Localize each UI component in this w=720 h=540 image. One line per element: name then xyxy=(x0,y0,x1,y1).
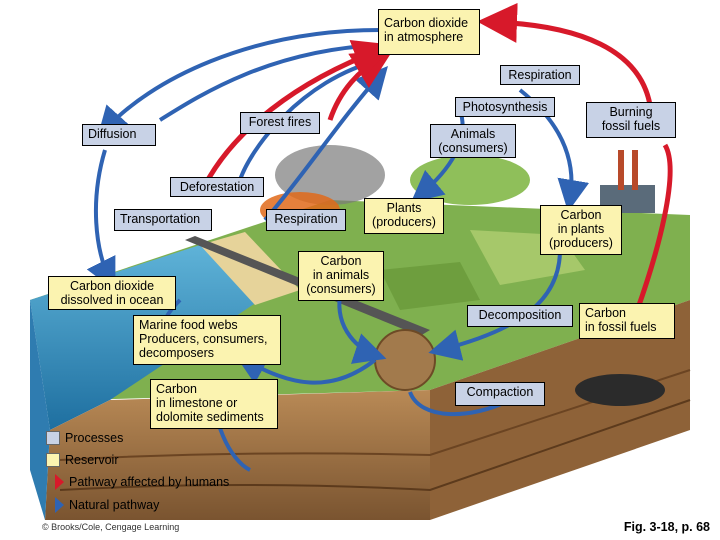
legend-human-pathway-text: Pathway affected by humans xyxy=(69,475,230,489)
figure-caption: Fig. 3-18, p. 68 xyxy=(623,520,710,534)
legend-processes-text: Processes xyxy=(65,431,124,445)
co2-dissolved-label: Carbon dioxide dissolved in ocean xyxy=(48,276,176,310)
burning-fossil-fuels-label: Burning fossil fuels xyxy=(586,102,676,138)
carbon-in-animals-label: Carbon in animals (consumers) xyxy=(298,251,384,301)
respiration-mid-label: Respiration xyxy=(266,209,346,231)
compaction-label: Compaction xyxy=(455,382,545,406)
animals-consumers-label: Animals (consumers) xyxy=(430,124,516,158)
legend-natural-pathway-text: Natural pathway xyxy=(69,498,160,512)
forest-fires-label: Forest fires xyxy=(240,112,320,134)
deforestation-label: Deforestation xyxy=(170,177,264,197)
transportation-label: Transportation xyxy=(114,209,212,231)
carbon-fossil-fuels-label: Carbon in fossil fuels xyxy=(579,303,675,339)
legend-processes: Processes xyxy=(46,431,123,445)
plants-producers-label: Plants (producers) xyxy=(364,198,444,234)
blue-arrow-icon xyxy=(55,497,64,513)
co2-atmosphere-label: Carbon dioxide in atmosphere xyxy=(378,9,480,55)
red-arrow-icon xyxy=(55,474,64,490)
legend-human-pathway: Pathway affected by humans xyxy=(52,474,229,490)
carbon-limestone-label: Carbon in limestone or dolomite sediment… xyxy=(150,379,278,429)
legend-natural-pathway: Natural pathway xyxy=(52,497,159,513)
photosynthesis-label: Photosynthesis xyxy=(455,97,555,117)
process-swatch xyxy=(46,431,60,445)
carbon-in-plants-label: Carbon in plants (producers) xyxy=(540,205,622,255)
reservoir-swatch xyxy=(46,453,60,467)
decomposition-label: Decomposition xyxy=(467,305,573,327)
legend-reservoir: Reservoir xyxy=(46,453,119,467)
marine-food-webs-label: Marine food webs Producers, consumers, d… xyxy=(133,315,281,365)
copyright-text: © Brooks/Cole, Cengage Learning xyxy=(42,522,180,532)
legend-reservoir-text: Reservoir xyxy=(65,453,119,467)
respiration-top-label: Respiration xyxy=(500,65,580,85)
human-pathway-arrows xyxy=(197,2,673,331)
diffusion-label: Diffusion xyxy=(82,124,156,146)
